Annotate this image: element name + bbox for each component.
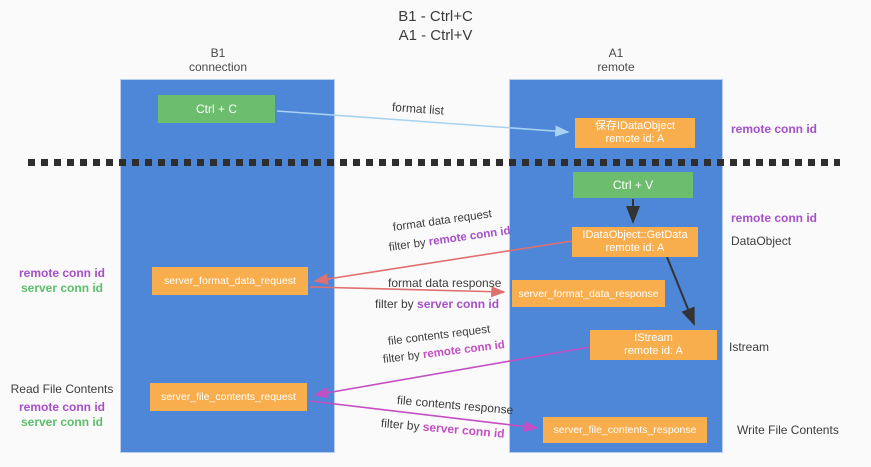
write-file-contents-label: Write File Contents	[737, 423, 839, 437]
server-conn-id-label-left-1: server conn id	[20, 281, 104, 295]
save-idataobject-line1: 保存IDataObject	[594, 120, 676, 132]
istream-box: IStream remote id: A	[590, 330, 717, 360]
filter-by-prefix-2: filter by	[375, 297, 418, 311]
filter-by-server-conn-id-2: server conn id	[417, 297, 500, 311]
filter-by-remote-conn-id-1: remote conn id	[428, 224, 512, 249]
remote-conn-id-label-mid: remote conn id	[731, 211, 818, 225]
istream-label: Istream	[729, 340, 770, 354]
server-format-data-request-label: server_format_data_request	[164, 275, 296, 287]
server-format-data-response-label: server_format_data_response	[518, 287, 659, 300]
file-contents-response-filter-label: filter by server conn id	[380, 416, 505, 441]
remote-conn-id-label-top: remote conn id	[731, 122, 818, 136]
format-list-label: format list	[391, 100, 445, 118]
save-idataobject-box: 保存IDataObject remote id: A	[575, 118, 695, 148]
filter-by-prefix-4: filter by	[380, 416, 424, 434]
lane-b1-role: connection	[188, 60, 248, 74]
ctrl-v-box: Ctrl + V	[573, 172, 693, 198]
lane-a1-name: A1	[608, 46, 624, 60]
server-file-contents-response-box: server_file_contents_response	[543, 417, 707, 443]
istream-line1: IStream	[634, 332, 673, 344]
filter-by-remote-conn-id-3: remote conn id	[422, 339, 506, 362]
server-format-data-request-box: server_format_data_request	[152, 267, 308, 295]
left-conn-id-group-2: Read File Contents remote conn id server…	[8, 382, 116, 430]
remote-conn-id-label-left-2: remote conn id	[18, 400, 105, 414]
title-line-2: A1 - Ctrl+V	[398, 27, 473, 44]
lane-a1-role: remote	[597, 60, 635, 74]
server-format-data-response-box: server_format_data_response	[512, 280, 665, 307]
idataobject-getdata-box: IDataObject::GetData remote id: A	[572, 227, 698, 257]
filter-by-prefix-3: filter by	[382, 349, 424, 366]
server-file-contents-request-box: server_file_contents_request	[150, 383, 307, 411]
title-line-1: B1 - Ctrl+C	[398, 8, 473, 25]
istream-line2: remote id: A	[624, 345, 683, 357]
session-divider-dashed-line	[28, 159, 840, 166]
read-file-contents-label: Read File Contents	[10, 382, 114, 396]
dataobject-label: DataObject	[731, 234, 792, 248]
server-file-contents-request-label: server_file_contents_request	[161, 391, 296, 403]
filter-by-prefix-1: filter by	[388, 236, 430, 254]
getdata-line1: IDataObject::GetData	[582, 229, 688, 241]
lane-b1-name: B1	[210, 46, 226, 60]
format-data-response-filter-label: filter by server conn id	[375, 297, 499, 311]
diagram-title: B1 - Ctrl+C A1 - Ctrl+V	[0, 7, 871, 45]
left-conn-id-group-1: remote conn id server conn id	[8, 266, 116, 296]
getdata-line2: remote id: A	[605, 242, 665, 254]
server-file-contents-response-label: server_file_contents_response	[553, 424, 697, 436]
save-idataobject-line2: remote id: A	[605, 133, 665, 145]
lane-header-a1: A1 remote	[509, 46, 723, 74]
ctrl-v-label: Ctrl + V	[612, 178, 654, 192]
ctrl-c-box: Ctrl + C	[158, 95, 275, 123]
ctrl-c-label: Ctrl + C	[195, 102, 237, 116]
lane-header-b1: B1 connection	[120, 46, 316, 74]
server-conn-id-label-left-2: server conn id	[20, 415, 104, 429]
format-data-response-label: format data response	[388, 276, 502, 290]
filter-by-server-conn-id-4: server conn id	[422, 419, 506, 441]
remote-conn-id-label-left-1: remote conn id	[18, 266, 105, 280]
file-contents-response-label: file contents response	[396, 393, 514, 418]
